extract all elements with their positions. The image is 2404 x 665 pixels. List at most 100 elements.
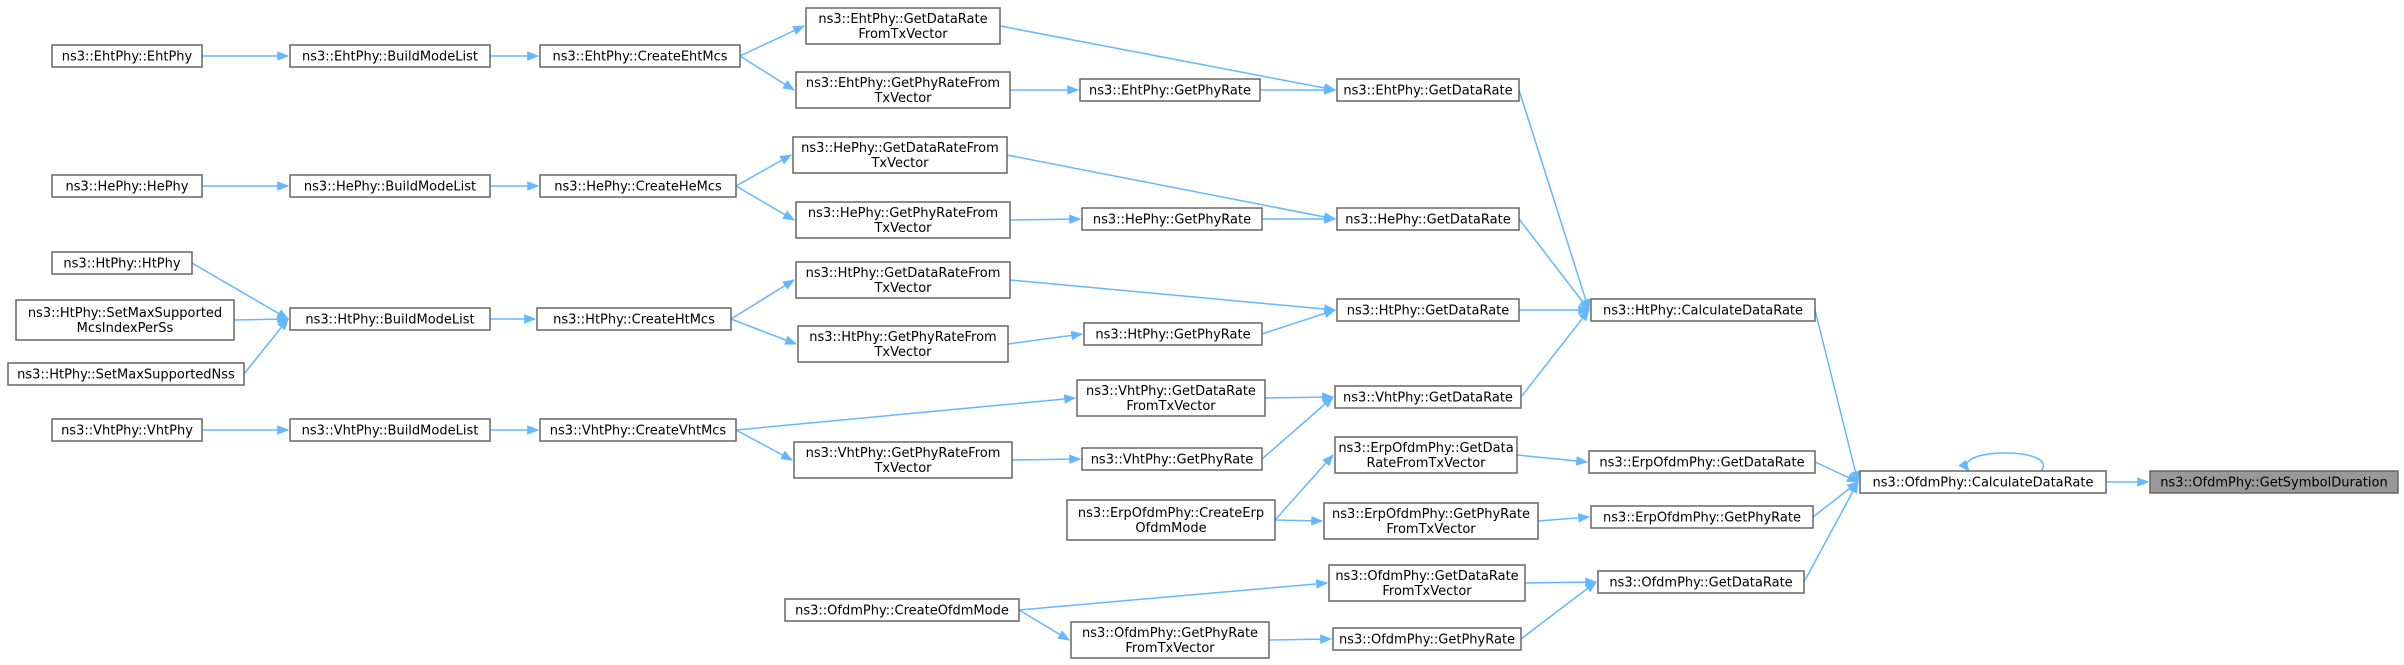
node-eht_bml[interactable]: ns3::EhtPhy::BuildModeList	[289, 44, 491, 68]
node-eht_gdr[interactable]: ns3::EhtPhy::GetDataRate	[1336, 78, 1520, 102]
node-ht_bml[interactable]: ns3::HtPhy::BuildModeList	[289, 307, 491, 331]
node-box	[1070, 621, 1270, 659]
edge-vht_cm-to-vht_gpr_tx	[735, 429, 794, 461]
node-he_bml[interactable]: ns3::HePhy::BuildModeList	[289, 174, 491, 198]
node-box	[1323, 502, 1539, 540]
edge-he_gdr_tx-to-he_gdr	[1006, 154, 1337, 222]
node-label: McsIndexPerSs	[77, 321, 174, 336]
node-box	[1079, 78, 1261, 102]
node-erp_gdr[interactable]: ns3::ErpOfdmPhy::GetDataRate	[1588, 450, 1816, 474]
node-box	[51, 174, 203, 198]
node-label: ns3::VhtPhy::GetDataRate	[1343, 391, 1513, 406]
node-box	[793, 441, 1013, 479]
node-vht_bml[interactable]: ns3::VhtPhy::BuildModeList	[289, 418, 491, 442]
node-vht_gpr[interactable]: ns3::VhtPhy::GetPhyRate	[1081, 447, 1263, 471]
node-eht_cm[interactable]: ns3::EhtPhy::CreateEhtMcs	[539, 44, 741, 68]
node-label: ns3::OfdmPhy::GetSymbolDuration	[2160, 476, 2387, 491]
node-box	[1083, 322, 1263, 346]
node-box	[1334, 436, 1518, 474]
node-label: ns3::VhtPhy::GetPhyRateFrom	[806, 446, 1001, 461]
edge-ht_cm-to-ht_gdr_tx	[730, 279, 796, 320]
node-box	[795, 71, 1011, 109]
node-label: ns3::HePhy::GetPhyRate	[1093, 213, 1251, 228]
node-he_gpr[interactable]: ns3::HePhy::GetPhyRate	[1081, 207, 1263, 231]
node-erp_gpr[interactable]: ns3::ErpOfdmPhy::GetPhyRate	[1590, 505, 1814, 529]
node-ht_gpr[interactable]: ns3::HtPhy::GetPhyRate	[1083, 322, 1263, 346]
edge-vht_cm-to-vht_gdr_tx	[735, 394, 1077, 431]
node-box	[539, 418, 737, 442]
node-box	[795, 261, 1011, 299]
node-label: ns3::VhtPhy::GetDataRate	[1086, 384, 1256, 399]
node-label: FromTxVector	[1386, 522, 1476, 537]
node-label: ns3::VhtPhy::CreateVhtMcs	[550, 424, 727, 439]
node-box	[15, 299, 235, 341]
node-ht_cm[interactable]: ns3::HtPhy::CreateHtMcs	[536, 307, 732, 331]
node-ofdm_gsd[interactable]: ns3::OfdmPhy::GetSymbolDuration	[2149, 470, 2399, 494]
node-box	[795, 201, 1011, 239]
node-eht_gpr[interactable]: ns3::EhtPhy::GetPhyRate	[1079, 78, 1261, 102]
node-ht_ctor[interactable]: ns3::HtPhy::HtPhy	[51, 251, 193, 275]
node-he_gdr[interactable]: ns3::HePhy::GetDataRate	[1336, 207, 1520, 231]
node-box	[1590, 298, 1816, 322]
edge-eht_cm-to-eht_gdr_tx	[739, 25, 806, 57]
node-ofdm_cdr[interactable]: ns3::OfdmPhy::CalculateDataRate	[1859, 470, 2107, 494]
node-label: ns3::EhtPhy::GetPhyRateFrom	[806, 76, 1000, 91]
node-vht_ctor[interactable]: ns3::VhtPhy::VhtPhy	[51, 418, 203, 442]
node-ofdm_com[interactable]: ns3::OfdmPhy::CreateOfdmMode	[784, 598, 1020, 622]
node-box	[1081, 447, 1263, 471]
node-label: ns3::OfdmPhy::GetDataRate	[1335, 569, 1518, 584]
node-box	[2149, 470, 2399, 494]
node-he_cm[interactable]: ns3::HePhy::CreateHeMcs	[539, 174, 737, 198]
node-he_ctor[interactable]: ns3::HePhy::HePhy	[51, 174, 203, 198]
node-vht_cm[interactable]: ns3::VhtPhy::CreateVhtMcs	[539, 418, 737, 442]
node-box	[7, 362, 245, 386]
node-box	[289, 418, 491, 442]
node-label: ns3::EhtPhy::GetPhyRate	[1089, 84, 1251, 99]
edge-erp_com-to-erp_gdr_tx	[1274, 454, 1334, 521]
node-label: ns3::HtPhy::GetPhyRateFrom	[809, 330, 996, 345]
node-vht_gdr[interactable]: ns3::VhtPhy::GetDataRate	[1334, 385, 1522, 409]
node-label: ns3::HtPhy::SetMaxSupported	[28, 306, 222, 321]
node-label: ns3::OfdmPhy::CalculateDataRate	[1873, 476, 2094, 491]
edge-ht_smm-to-ht_bml	[233, 314, 290, 324]
edge-erp_gdr_tx-to-erp_gdr	[1516, 454, 1589, 466]
node-label: FromTxVector	[1382, 584, 1472, 599]
edge-eht_gdr-to-ht_cdr	[1518, 89, 1591, 312]
node-label: ns3::EhtPhy::GetDataRate	[1343, 84, 1512, 99]
node-ht_gdr[interactable]: ns3::HtPhy::GetDataRate	[1336, 298, 1520, 322]
node-label: ns3::HtPhy::CalculateDataRate	[1603, 304, 1803, 319]
node-label: ns3::OfdmPhy::GetPhyRate	[1339, 633, 1515, 648]
nodes-layer: ns3::EhtPhy::EhtPhy ns3::EhtPhy::BuildMod…	[7, 7, 2399, 659]
node-ofdm_gpr[interactable]: ns3::OfdmPhy::GetPhyRate	[1332, 627, 1522, 651]
node-label: FromTxVector	[858, 27, 948, 42]
node-box	[1336, 207, 1520, 231]
node-label: ns3::HePhy::HePhy	[66, 180, 189, 195]
edge-vht_gdr-to-ht_cdr	[1520, 309, 1590, 398]
node-label: ns3::EhtPhy::GetDataRate	[818, 12, 987, 27]
node-ofdm_gdr[interactable]: ns3::OfdmPhy::GetDataRate	[1597, 570, 1805, 594]
node-box	[1081, 207, 1263, 231]
node-label: ns3::HtPhy::BuildModeList	[305, 313, 474, 328]
node-box	[1336, 298, 1520, 322]
node-ht_smn[interactable]: ns3::HtPhy::SetMaxSupportedNss	[7, 362, 245, 386]
node-eht_ctor[interactable]: ns3::EhtPhy::EhtPhy	[51, 44, 203, 68]
node-ht_cdr[interactable]: ns3::HtPhy::CalculateDataRate	[1590, 298, 1816, 322]
node-box	[539, 174, 737, 198]
node-label: ns3::EhtPhy::BuildModeList	[302, 50, 478, 65]
edge-ofdm_com-to-ofdm_gdr_tx	[1018, 579, 1329, 611]
node-label: ns3::HePhy::GetDataRate	[1345, 213, 1510, 228]
